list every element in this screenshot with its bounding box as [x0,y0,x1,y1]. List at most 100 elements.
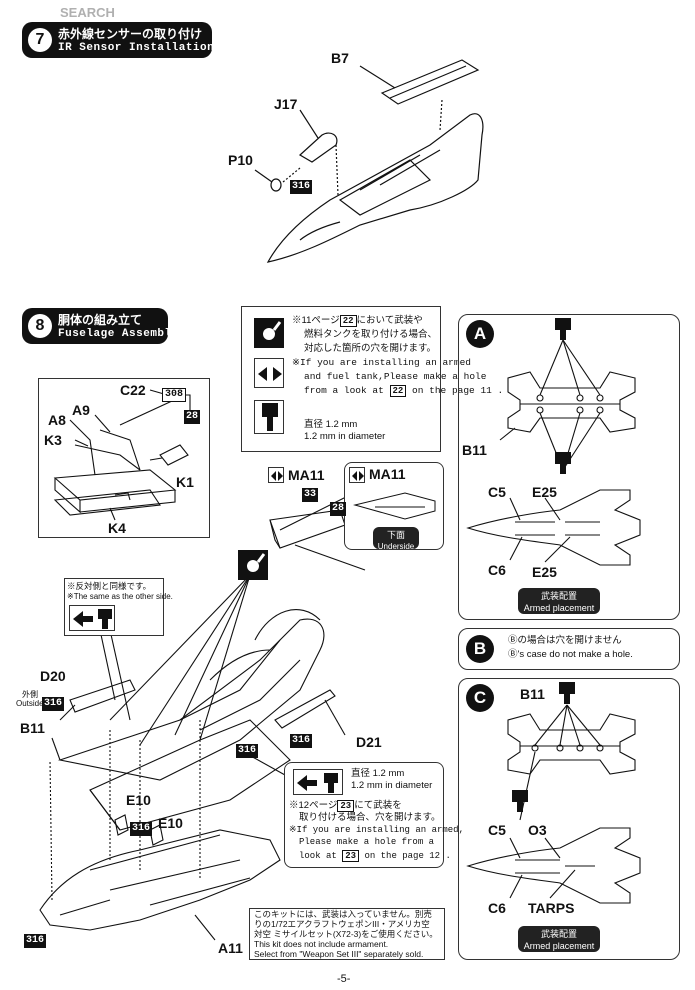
panel-a-c6: C6 [488,562,506,578]
note-main-line5: and fuel tank,Please make a hole [304,371,487,382]
part-ma11-b: MA11 [369,466,406,482]
step7-header: 7 赤外線センサーの取り付け IR Sensor Installation [22,22,215,58]
drill-icon-a-bottom [553,452,573,476]
both-sides-icon-callout [349,467,365,483]
kit-note-box: このキットには、武装は入っていません。別売 りの1/72エアクラフトウェポンII… [249,908,445,960]
drill-icon-a-top [553,318,573,342]
note-main-line6: from a look at 22 on the page 11 . [304,385,504,397]
part-k4: K4 [108,520,126,536]
cement-316-d20: 316 [42,697,65,711]
cement-tag: 316 [290,180,313,194]
step7-title-en: IR Sensor Installation [58,42,215,54]
part-ma11-a: MA11 [288,467,325,483]
panel-a-badge: 武装配置 Armed placement [518,588,600,614]
drill-note-box [241,306,441,452]
lower-drill-jp: 直径 1.2 mm [351,768,405,779]
same-side-jp: ※反対側と同様です。 [67,581,152,591]
underside-badge: 下面 Underside [373,527,419,551]
panel-a-badge-jp: 武装配置 [540,591,577,601]
kit-note-l4: This kit does not include armament. [254,939,389,949]
part-k1: K1 [176,474,194,490]
panel-b-jp: Ⓑの場合は穴を開けません [508,635,622,646]
part-a11: A11 [218,940,243,956]
panel-b-letter: B [466,635,494,663]
step8-title-en: Fuselage Assembly [58,328,179,340]
ref-22b: 22 [389,385,407,397]
part-j17: J17 [274,96,298,112]
drill-size-icon [254,400,284,434]
panel-a-letter: A [466,320,494,348]
watermark: SEARCH [60,5,115,20]
panel-c [458,678,680,960]
panel-c-badge-jp: 武装配置 [540,929,577,939]
ref-33: 33 [302,488,319,502]
lower-line3: ※If you are installing an armed, [289,825,464,835]
panel-a [458,314,680,620]
both-sides-icon-small [268,467,284,483]
panel-a-e25a: E25 [532,484,557,500]
ref-28b: 28 [330,502,347,516]
lower-line2: 取り付ける場合、穴を開けます。 [299,812,441,823]
step7-number: 7 [28,28,52,52]
part-b7: B7 [331,50,349,66]
lower-drill-en: 1.2 mm in diameter [351,780,433,791]
note-main-drill-jp: 直径 1.2 mm [304,419,358,430]
cement-316-e10: 316 [130,822,153,836]
panel-b-en: Ⓑ's case do not make a hole. [508,649,633,660]
step8-header: 8 胴体の組み立て Fuselage Assembly [22,308,178,344]
cement-316-bottom: 316 [24,934,47,948]
note-main-drill-en: 1.2 mm in diameter [304,431,386,442]
ref-23a: 23 [337,800,355,812]
lower-line5: look at 23 on the page 12 . [299,850,451,862]
part-k3: K3 [44,432,62,448]
ref-28a: 28 [184,410,201,424]
panel-a-badge-en: Armed placement [523,603,595,613]
note-main-line4: ※If you are installing an armed [292,357,471,368]
note-main-line3: 対応した箇所の穴を開けます。 [304,343,437,354]
drill-bit-icon-callout [238,550,268,580]
part-c22: C22 [120,382,146,398]
part-e10-a: E10 [126,792,151,808]
step8-number: 8 [28,314,52,338]
drill-icon-c-top [557,682,577,706]
panel-c-badge: 武装配置 Armed placement [518,926,600,952]
lower-arrows-icon [293,769,343,795]
cockpit-subassembly-box [38,378,210,538]
panel-b [458,628,680,670]
part-b11: B11 [20,720,45,736]
ref-308: 308 [162,388,187,402]
note-main-line2: 燃料タンクを取り付ける場合、 [304,329,438,340]
kit-note-l3: 対空 ミサイルセット(X72-3)をご使用ください。 [254,929,438,939]
both-sides-icon [254,358,284,388]
drill-bit-icon [254,318,284,348]
drill-icon-c-bottom [510,790,530,814]
panel-a-e25b: E25 [532,564,557,580]
underside-jp: 下面 [386,530,405,540]
panel-c-letter: C [466,684,494,712]
part-e10-b: E10 [158,815,183,831]
part-a9: A9 [72,402,90,418]
panel-c-b11: B11 [520,686,545,702]
same-side-en: ※The same as the other side. [67,592,173,601]
page-number: -5- [337,973,351,985]
same-side-note-box: ※反対側と同様です。 ※The same as the other side. [64,578,173,636]
panel-c-badge-en: Armed placement [523,941,595,951]
ref-22a: 22 [339,315,357,327]
kit-note-l1: このキットには、武装は入っていません。別売 [254,909,432,919]
outside-en: Outside [16,699,44,708]
cement-316-mid: 316 [236,744,259,758]
panel-c-tarps: TARPS [528,900,575,916]
kit-note-l5: Select from "Weapon Set III" separately … [254,949,424,959]
part-d21: D21 [356,734,382,750]
panel-a-c5: C5 [488,484,506,500]
part-d20: D20 [40,668,66,684]
same-side-arrows-icon [69,605,115,631]
step7-title-jp: 赤外線センサーの取り付け [58,27,203,41]
lower-line4: Please make a hole from a [299,837,435,847]
ref-23b: 23 [342,850,360,862]
kit-note-l2: りの1/72エアクラフトウェポンIII・アメリカ空 [254,919,430,929]
